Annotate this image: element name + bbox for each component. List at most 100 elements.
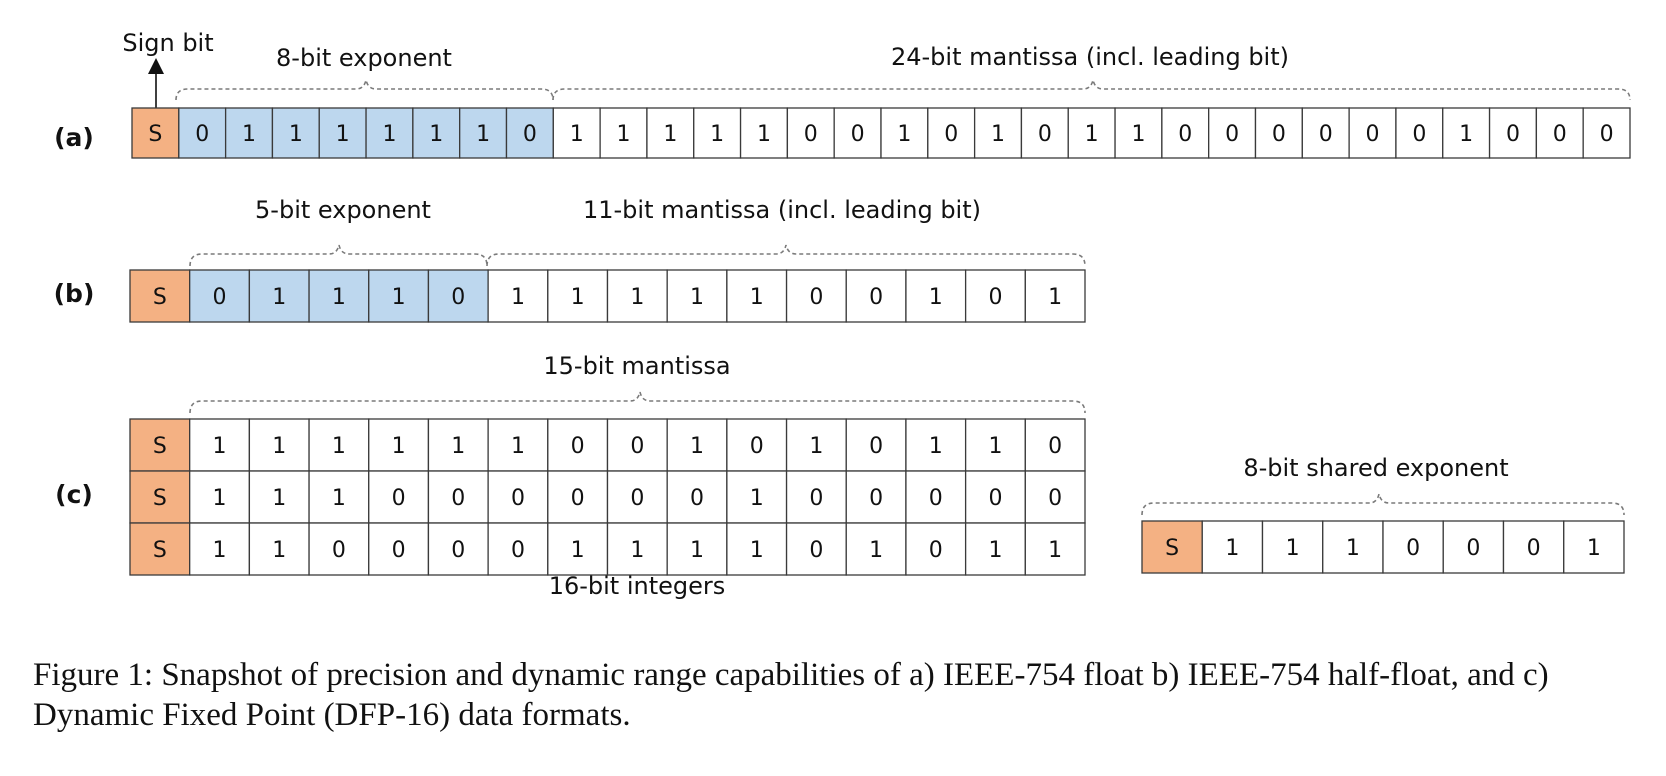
c-int-3-mantissa-bit-8-box [606, 522, 668, 576]
b-mantissa-bit-10-box [1024, 269, 1086, 323]
c-int-1-mantissa-bit-3-value: 1 [332, 434, 346, 459]
a-exponent-bit-2-value: 1 [242, 122, 256, 147]
c-int-2-mantissa-bit-12-box [845, 470, 907, 524]
c-int-2-mantissa-bit-2-value: 1 [272, 486, 286, 511]
c-int-1-mantissa-bit-4-value: 1 [392, 434, 406, 459]
a-exponent-brace [175, 79, 554, 101]
a-mantissa-bit-6-box [786, 107, 835, 159]
a-mantissa-bit-20-value: 1 [1459, 122, 1473, 147]
c-int-3-mantissa-bit-11-value: 0 [809, 538, 823, 563]
row-a-label: (a) [54, 123, 94, 152]
c-int-2-mantissa-bit-15-value: 0 [1048, 486, 1062, 511]
c-int-1-mantissa-bit-11-value: 1 [809, 434, 823, 459]
c-int-2-mantissa-bit-1-box [189, 470, 251, 524]
c-shared-exponent-mantissa-bit-1-box [1201, 520, 1264, 574]
c-int-1-sign-bit-value: S [153, 434, 167, 459]
a-mantissa-bit-20-box [1442, 107, 1491, 159]
c-int-2-mantissa-bit-2-box [248, 470, 310, 524]
a-mantissa-bit-19-box [1395, 107, 1444, 159]
c-int-3-mantissa-bit-5-box [427, 522, 489, 576]
a-mantissa-bit-3-value: 1 [663, 122, 677, 147]
b-exponent-bit-5-value: 0 [451, 285, 465, 310]
a-mantissa-bit-23-value: 0 [1600, 122, 1614, 147]
a-exponent-bit-6-value: 1 [429, 122, 443, 147]
b-exponent-bit-1-value: 0 [213, 285, 227, 310]
b-mantissa-bit-3-value: 1 [630, 285, 644, 310]
c-int-1-mantissa-bit-2-box [248, 418, 310, 472]
c-shared-exponent-brace [1141, 493, 1625, 516]
a-mantissa-bit-22-value: 0 [1553, 122, 1567, 147]
c-shared-exponent-mantissa-bit-4-box [1382, 520, 1444, 574]
c-int-1-mantissa-bit-9-value: 1 [690, 434, 704, 459]
c-int-3-mantissa-bit-7-value: 1 [571, 538, 585, 563]
b-exponent-bit-2-value: 1 [272, 285, 286, 310]
c-mantissa-label: 15-bit mantissa [543, 352, 730, 380]
c-shared-exponent-mantissa-bit-6-value: 0 [1527, 536, 1541, 561]
b-mantissa-bit-6-value: 0 [809, 285, 823, 310]
c-int-1-mantissa-bit-8-value: 0 [630, 434, 644, 459]
c-shared-exponent-mantissa-bit-3-box [1322, 520, 1384, 574]
a-exponent-bit-7-value: 1 [476, 122, 490, 147]
a-mantissa-bit-13-value: 1 [1131, 122, 1145, 147]
c-int-1-mantissa-bit-4-box [368, 418, 430, 472]
b-sign-bit-value: S [153, 285, 167, 310]
b-mantissa-label: 11-bit mantissa (incl. leading bit) [583, 196, 981, 224]
c-int-3-mantissa-bit-3-value: 0 [332, 538, 346, 563]
c-mantissa-brace [189, 391, 1086, 414]
a-mantissa-bit-7-box [833, 107, 882, 159]
c-int-1-mantissa-bit-10-box [726, 418, 788, 472]
c-int-2-mantissa-bit-1-value: 1 [213, 486, 227, 511]
c-int-1-mantissa-bit-14-box [964, 418, 1026, 472]
a-mantissa-bit-5-value: 1 [757, 122, 771, 147]
c-int-3-mantissa-bit-9-value: 1 [690, 538, 704, 563]
c-int-1-mantissa-bit-1-value: 1 [213, 434, 227, 459]
c-shared-exponent-sign-bit-box [1141, 520, 1203, 574]
b-exponent-bit-1-box [189, 269, 251, 323]
a-exponent-label: 8-bit exponent [276, 44, 452, 72]
b-mantissa-bit-4-value: 1 [690, 285, 704, 310]
c-int-2-mantissa-bit-7-value: 0 [571, 486, 585, 511]
a-mantissa-bit-14-value: 0 [1178, 122, 1192, 147]
a-mantissa-bit-4-box [693, 107, 742, 159]
c-shared-exponent-mantissa-bit-1-value: 1 [1225, 536, 1239, 561]
a-mantissa-bit-14-box [1161, 107, 1210, 159]
c-int-1-mantissa-bit-6-value: 1 [511, 434, 525, 459]
c-int-2-mantissa-bit-4-box [368, 470, 430, 524]
sign-bit-label: Sign bit [122, 29, 213, 57]
b-exponent-bit-5-box [427, 269, 489, 323]
a-mantissa-bit-10-box [973, 107, 1023, 159]
c-int-1-mantissa-bit-14-value: 1 [988, 434, 1002, 459]
bit-format-diagram: Sign bit (a) (b) (c) 8-bit exponent 24-b… [54, 29, 1631, 600]
c-int-2-mantissa-bit-5-value: 0 [451, 486, 465, 511]
c-int-1-mantissa-bit-9-box [666, 418, 728, 472]
c-int-2-mantissa-bit-14-value: 0 [988, 486, 1002, 511]
a-exponent-bit-4-value: 1 [336, 122, 350, 147]
a-mantissa-bit-1-value: 1 [570, 122, 584, 147]
c-int-2-mantissa-bit-11-value: 0 [809, 486, 823, 511]
c-int-3-mantissa-bit-5-value: 0 [451, 538, 465, 563]
b-mantissa-bit-7-value: 0 [869, 285, 883, 310]
b-exponent-label: 5-bit exponent [255, 196, 431, 224]
a-mantissa-bit-16-value: 0 [1272, 122, 1286, 147]
c-shared-exponent-mantissa-bit-4-value: 0 [1406, 536, 1420, 561]
c-int-1-mantissa-bit-7-box [547, 418, 609, 472]
a-mantissa-bit-15-value: 0 [1225, 122, 1239, 147]
c-int-3-mantissa-bit-1-value: 1 [213, 538, 227, 563]
c-shared-exponent-mantissa-bit-7-value: 1 [1587, 536, 1601, 561]
c-int-2-mantissa-bit-4-value: 0 [392, 486, 406, 511]
c-shared-exponent-mantissa-bit-5-box [1442, 520, 1505, 574]
c-int-3-mantissa-bit-15-box [1024, 522, 1086, 576]
c-shared-exponent-mantissa-bit-7-box [1563, 520, 1625, 574]
c-int-2-mantissa-bit-8-value: 0 [630, 486, 644, 511]
c-int-1-mantissa-bit-13-box [905, 418, 967, 472]
a-mantissa-bit-21-box [1488, 107, 1538, 159]
c-int-3-mantissa-bit-12-box [845, 522, 907, 576]
c-int-1-mantissa-bit-7-value: 0 [571, 434, 585, 459]
a-mantissa-bit-15-box [1208, 107, 1257, 159]
c-int-2-mantissa-bit-9-value: 0 [690, 486, 704, 511]
figure-caption: Figure 1: Snapshot of precision and dyna… [33, 657, 1549, 733]
c-int-3-mantissa-bit-7-box [547, 522, 609, 576]
row-c-label: (c) [55, 480, 93, 509]
c-int-3-mantissa-bit-6-value: 0 [511, 538, 525, 563]
b-mantissa-bit-10-value: 1 [1048, 285, 1062, 310]
